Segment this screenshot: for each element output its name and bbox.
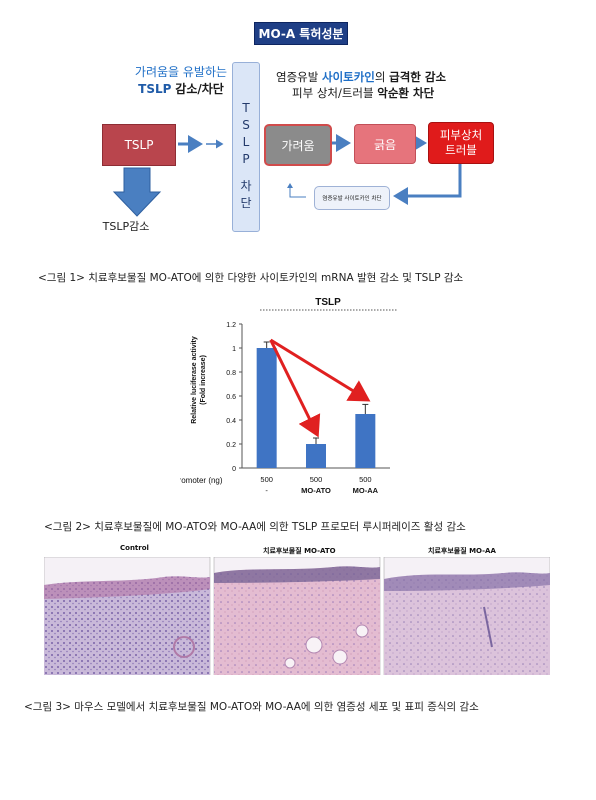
cytokine-caption-bold: 급격한 감소 (389, 70, 447, 84)
tslp-caption-line1: 가려움을 유발하는 (134, 65, 228, 79)
figure1-caption: <그림 1> 치료후보물질 MO-ATO에 의한 다양한 사이토카인의 mRNA… (38, 272, 464, 284)
tslp-block-bar (232, 62, 260, 232)
skin-damage-line2: 트러블 (445, 143, 477, 157)
vbar-char: L (242, 135, 250, 149)
histology-mo-ato-image (213, 557, 381, 675)
cytokine-caption-c: 피부 상처/트러블 (292, 86, 378, 100)
tslp-caption-rest: 감소/차단 (175, 82, 224, 96)
chart-x-sub-label: - (265, 486, 268, 495)
cytokine-caption-a: 염증유발 (276, 70, 322, 84)
tslp-box: TSLP (102, 124, 176, 166)
cytokine-caption-line2: 피부 상처/트러블 악순환 차단 (276, 85, 516, 101)
chart-bar (256, 348, 277, 468)
vbar-spacer (232, 168, 260, 178)
scratch-box: 긁음 (354, 124, 416, 164)
histology-panels (44, 557, 550, 675)
chart-y-tick-label: 0 (232, 466, 236, 473)
chart-x-tick-label: 500 (260, 475, 273, 484)
itch-box: 가려움 (264, 124, 332, 166)
arrow-damage-loop (393, 164, 462, 205)
panel-label-mo-aa: 치료후보물질 MO-AA (428, 547, 496, 555)
vbar-char: 단 (240, 196, 252, 210)
cytokine-caption-line1: 염증유발 사이토카인의 급격한 감소 (276, 69, 516, 85)
chart-x-sub-label: MO-ATO (301, 486, 331, 495)
cytokine-block-box: 염증유발 사이토카인 차단 (314, 186, 390, 210)
tslp-caption-bold: TSLP (138, 82, 172, 96)
chart-y-tick-label: 1.2 (226, 322, 236, 329)
histology-mo-aa-image (383, 557, 550, 675)
chart-y-tick-label: 0.2 (226, 442, 236, 449)
panel-label-control: Control (120, 544, 149, 552)
chart-x-sub-label: MO-AA (353, 486, 379, 495)
chart-y-tick-label: 0.6 (226, 394, 236, 401)
figure1-arrows (112, 134, 462, 217)
chart-y-tick-label: 1 (232, 346, 236, 353)
skin-damage-line1: 피부상처 (439, 128, 483, 142)
tslp-caption-line2: TSLP 감소/차단 (126, 81, 236, 98)
vbar-char: P (242, 152, 250, 166)
chart-y-tick-label: 0.4 (226, 418, 236, 425)
cytokine-caption-b: 의 (374, 70, 390, 84)
tslp-down-arrow (112, 167, 162, 217)
tslp-caption: 가려움을 유발하는 TSLP 감소/차단 (126, 64, 236, 98)
chart-bar (355, 414, 376, 468)
cytokine-caption: 염증유발 사이토카인의 급격한 감소 피부 상처/트러블 악순환 차단 (276, 69, 516, 101)
vbar-char: S (242, 118, 250, 132)
cytokine-caption-highlight: 사이토카인 (321, 70, 375, 84)
chart-reduction-arrow (269, 339, 321, 438)
chart-bar (306, 444, 326, 468)
skin-damage-box: 피부상처 트러블 (428, 122, 494, 164)
figure3-caption: <그림 3> 마우스 모델에서 치료후보물질 MO-ATO와 MO-AA에 의한… (24, 701, 479, 713)
figure1-title: MO-A 특허성분 (254, 22, 348, 45)
cytokine-caption-bold2: 악순환 차단 (377, 86, 435, 100)
chart-row-label: TSLP promoter (ng) (180, 476, 223, 485)
chart-title: TSLP (315, 297, 341, 308)
tslp-reduction-label: TSLP감소 (102, 220, 150, 233)
panel-label-mo-ato: 치료후보물질 MO-ATO (263, 547, 336, 555)
chart-x-tick-label: 500 (359, 475, 372, 484)
chart-x-tick-label: 500 (310, 475, 323, 484)
chart-ylabel-line1: Relative luciferase activity (191, 336, 198, 424)
arrow-cytokine-back (287, 183, 306, 198)
tslp-block-label: T S L P 차 단 (232, 100, 260, 212)
chart-y-tick-label: 0.8 (226, 370, 236, 377)
histology-control-image (44, 557, 211, 675)
vbar-char: 차 (240, 179, 252, 193)
chart-ylabel-line2: (Fold increase) (200, 355, 207, 405)
chart-reduction-arrow (269, 338, 371, 402)
figure2-caption: <그림 2> 치료후보물질에 MO-ATO와 MO-AA에 의한 TSLP 프로… (44, 521, 466, 533)
vbar-char: T (242, 101, 250, 115)
